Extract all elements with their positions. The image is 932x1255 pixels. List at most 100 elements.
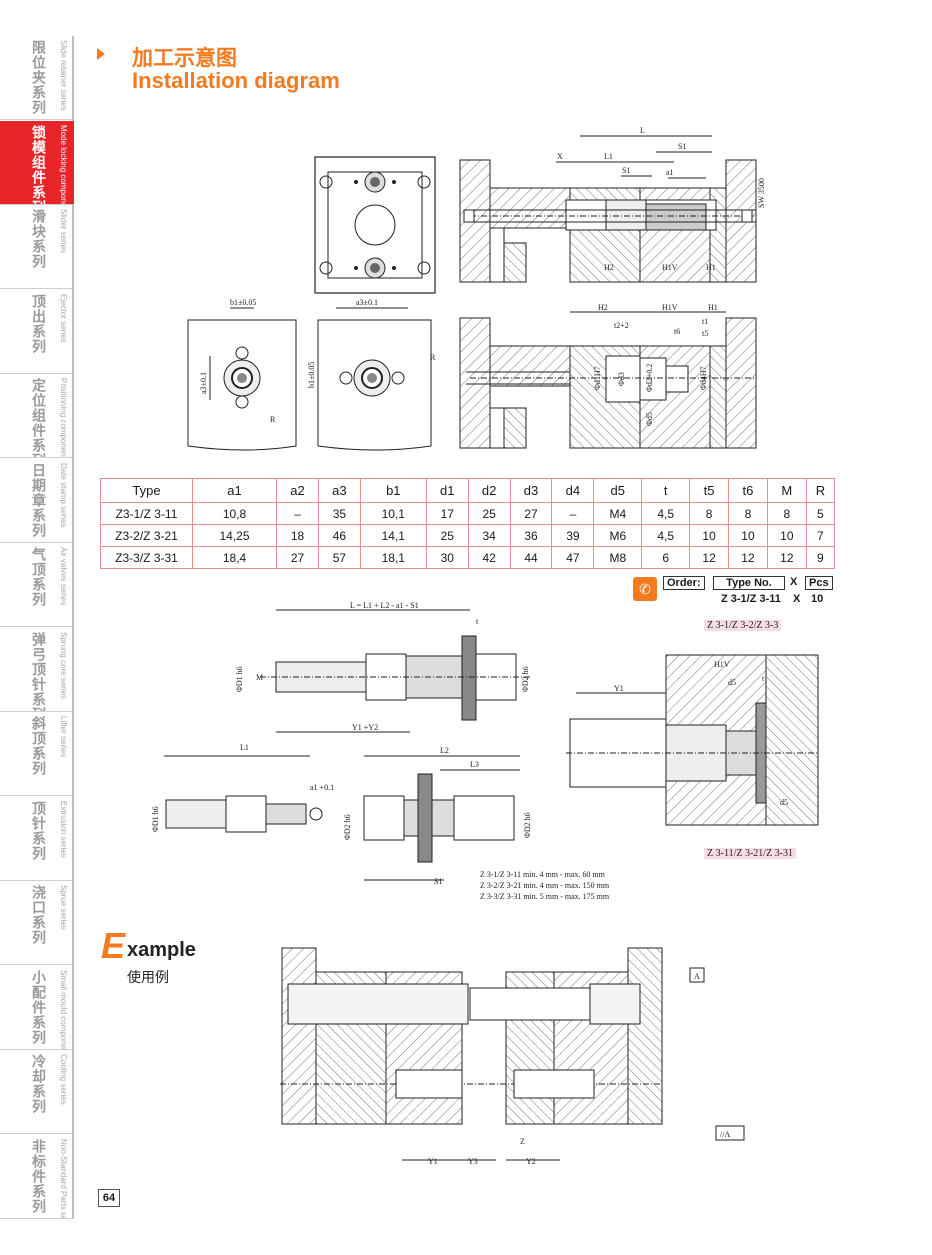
page-title-cn: 加工示意图 xyxy=(132,46,237,70)
label-H1: H1 xyxy=(706,263,716,272)
table-cell: M6 xyxy=(593,524,643,547)
table-header-cell: t6 xyxy=(728,478,768,503)
table-header-cell: R xyxy=(805,478,836,503)
sec-label-d5: Φd5 xyxy=(645,412,654,426)
part-dim-D2a: ΦD2 h6 xyxy=(343,814,352,840)
table-cell: 10,1 xyxy=(359,502,427,525)
sidebar-item-label-en: Mode locking component series xyxy=(59,124,68,205)
table-cell: 17 xyxy=(425,502,469,525)
table-cell: 8 xyxy=(689,502,730,525)
example-title: xample xyxy=(127,939,196,961)
part-dim-D2b: ΦD2 h6 xyxy=(523,812,532,838)
sidebar-item-1[interactable]: 锁模组件系列 Mode locking component series xyxy=(0,120,74,205)
table-cell: 36 xyxy=(509,524,553,547)
table-header-cell: d1 xyxy=(425,478,469,503)
sidebar-item-label-en: Non-Standard Parts series xyxy=(59,1138,68,1219)
sec-label-t5: t5 xyxy=(702,329,708,338)
table-cell: 44 xyxy=(509,546,553,569)
dim-a3-vertical: a3±0.1 xyxy=(199,372,208,394)
sidebar-item-label-cn: 顶出系列 xyxy=(30,293,46,354)
sidebar-item-label-en: Extrusion series xyxy=(59,800,68,858)
sidebar-item-3[interactable]: 顶出系列 Ejector series xyxy=(0,290,74,374)
table-header-cell: d5 xyxy=(593,478,643,503)
table-header-cell: d3 xyxy=(509,478,553,503)
dim-b1-vertical: b1±0.05 xyxy=(307,362,316,388)
sec-label-H2: H2 xyxy=(598,303,608,312)
sidebar-item-label-en: Air valves series xyxy=(59,547,68,606)
table-header-cell: a3 xyxy=(317,478,361,503)
model-tag-top: Z 3-1/Z 3-2/Z 3-3 xyxy=(704,620,782,631)
table-cell: 9 xyxy=(805,546,836,569)
table-header-cell: d4 xyxy=(551,478,595,503)
table-cell: 39 xyxy=(551,524,595,547)
table-cell: 6 xyxy=(641,546,691,569)
table-cell: 30 xyxy=(425,546,469,569)
table-header-cell: M xyxy=(766,478,807,503)
sec-label-H1: H1 xyxy=(708,303,718,312)
dim-a3: a3±0.1 xyxy=(356,298,378,307)
sidebar-item-label-en: Positioning components series xyxy=(59,378,68,458)
table-cell: 8 xyxy=(766,502,807,525)
example-title-cn: 使用例 xyxy=(127,970,169,986)
dim-S1-top: S1 xyxy=(678,142,686,151)
table-cell: 5 xyxy=(805,502,836,525)
table-header-cell: t xyxy=(641,478,691,503)
dim-L: L xyxy=(640,126,645,135)
example-dim-Y1: Y1 xyxy=(428,1157,438,1166)
sidebar-item-label-en: Lifter series xyxy=(59,716,68,758)
sec-label-H1V: H1V xyxy=(662,303,678,312)
table-cell: 27 xyxy=(509,502,553,525)
table-header-cell: a2 xyxy=(276,478,319,503)
table-cell: 12 xyxy=(689,546,730,569)
sec-label-t6: t6 xyxy=(674,327,680,336)
sidebar-item-label-cn: 小配件系列 xyxy=(30,969,46,1045)
sec-label-d1: Φd1H7 xyxy=(593,366,602,390)
sidebar-item-label-en: Ejector series xyxy=(59,293,68,342)
table-cell: 25 xyxy=(425,524,469,547)
table-cell: M4 xyxy=(593,502,643,525)
dim-b1: b1±0.05 xyxy=(230,298,256,307)
example-dim-Z: Z xyxy=(520,1137,525,1146)
table-header-cell: Type xyxy=(100,478,193,503)
sidebar-item-label-cn: 锁模组件系列 xyxy=(30,124,46,205)
dim-R-2: R xyxy=(430,353,436,362)
order-x2: X xyxy=(793,593,801,605)
table-header-cell: a1 xyxy=(191,478,278,503)
dim-R: R xyxy=(270,415,276,424)
table-cell: Z3-1/Z 3-11 xyxy=(100,502,193,525)
asm-dim-L: L = L1 + L2 - a1 - S1 xyxy=(350,601,419,610)
sidebar-item-label-en: Cooling series xyxy=(59,1054,68,1105)
table-cell: 10 xyxy=(728,524,768,547)
right-label-t: t xyxy=(762,674,765,683)
dim-X: X xyxy=(557,152,563,161)
sidebar-item-label-cn: 限位夹系列 xyxy=(30,40,46,115)
order-x1: X xyxy=(790,576,798,588)
sidebar-item-label-en: Sprung core series xyxy=(59,631,68,699)
example-mold-drawing: A //A Y1 Y3 Z Y2 xyxy=(280,947,745,1166)
note-line-1: Z 3-1/Z 3-11 min. 4 mm - max. 60 mm xyxy=(480,870,605,879)
table-cell: 4,5 xyxy=(641,524,691,547)
table-cell: 10 xyxy=(689,524,730,547)
dim-a1: a1 xyxy=(666,168,674,177)
page-title-en: Installation diagram xyxy=(132,68,340,93)
table-cell: 18,1 xyxy=(359,546,427,569)
order-example: ✆ Order: Type No. X Pcs Z 3-1/Z 3-11 X 1… xyxy=(633,575,838,605)
sidebar-item-label-cn: 滑块系列 xyxy=(30,209,46,269)
right-dim-Y1: Y1 xyxy=(614,684,624,693)
pocket-detail-views: b1±0.05 a3±0.1 a3±0.1 b1±0.05 R R xyxy=(187,298,436,451)
